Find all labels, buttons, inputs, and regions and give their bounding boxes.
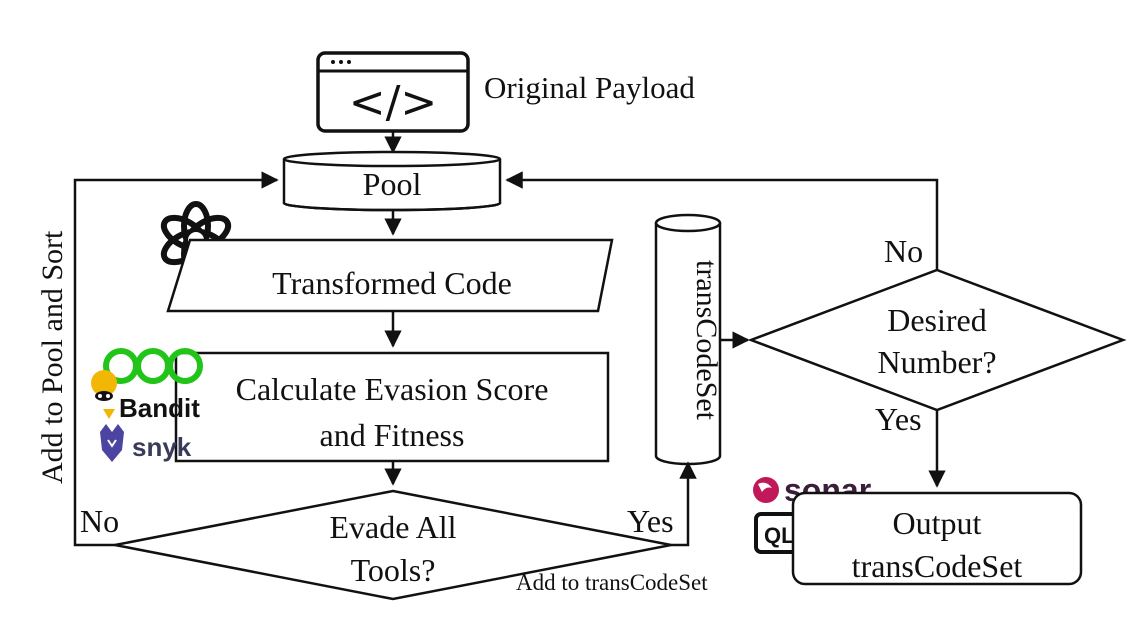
bandit-logo-icon	[91, 370, 118, 419]
desired-label-line1: Desired	[887, 302, 987, 338]
no-label-left: No	[80, 503, 119, 539]
calculate-label-line1: Calculate Evasion Score	[236, 371, 549, 407]
snyk-dog-icon	[100, 424, 124, 462]
output-node: Output transCodeSet	[791, 491, 1083, 586]
evade-label-line1: Evade All	[329, 509, 456, 545]
yes-label-evade: Yes	[627, 503, 674, 539]
snyk-label: snyk	[132, 432, 192, 462]
code-glyph: </>	[349, 77, 438, 128]
original-payload-label: Original Payload	[484, 70, 695, 105]
transcodeset-label: transCodeSet	[690, 260, 723, 421]
add-pool-sort-label: Add to Pool and Sort	[36, 230, 69, 484]
output-label-line2: transCodeSet	[852, 548, 1023, 584]
desired-decision-node: Desired Number?	[747, 268, 1127, 412]
yes-label-desired: Yes	[875, 401, 922, 437]
output-label-line1: Output	[893, 505, 982, 541]
transcodeset-node: transCodeSet	[654, 213, 723, 466]
edge-no-to-pool	[73, 171, 279, 547]
ql-rings-logo-icon	[103, 348, 203, 384]
evade-label-line2: Tools?	[351, 552, 436, 588]
calculate-label-line2: and Fitness	[320, 417, 465, 453]
pool-label: Pool	[363, 166, 422, 202]
transformed-code-node: Transformed Code	[166, 238, 614, 313]
add-transcodeset-label: Add to transCodeSet	[516, 570, 708, 595]
evade-decision-node: Evade All Tools?	[114, 489, 672, 601]
ql-label: QL	[764, 523, 795, 548]
desired-label-line2: Number?	[877, 344, 996, 380]
edge-no-desired-to-pool	[505, 171, 939, 270]
edge-yes-to-transcodeset	[671, 461, 697, 547]
code-window-icon: </>	[316, 51, 470, 133]
no-label-desired: No	[884, 233, 923, 269]
transformed-code-label: Transformed Code	[272, 265, 512, 301]
calculate-node: Calculate Evasion Score and Fitness	[174, 351, 610, 463]
pool-node: Pool	[282, 150, 502, 212]
sonar-logo-icon	[753, 477, 779, 503]
bandit-label: Bandit	[119, 393, 200, 423]
